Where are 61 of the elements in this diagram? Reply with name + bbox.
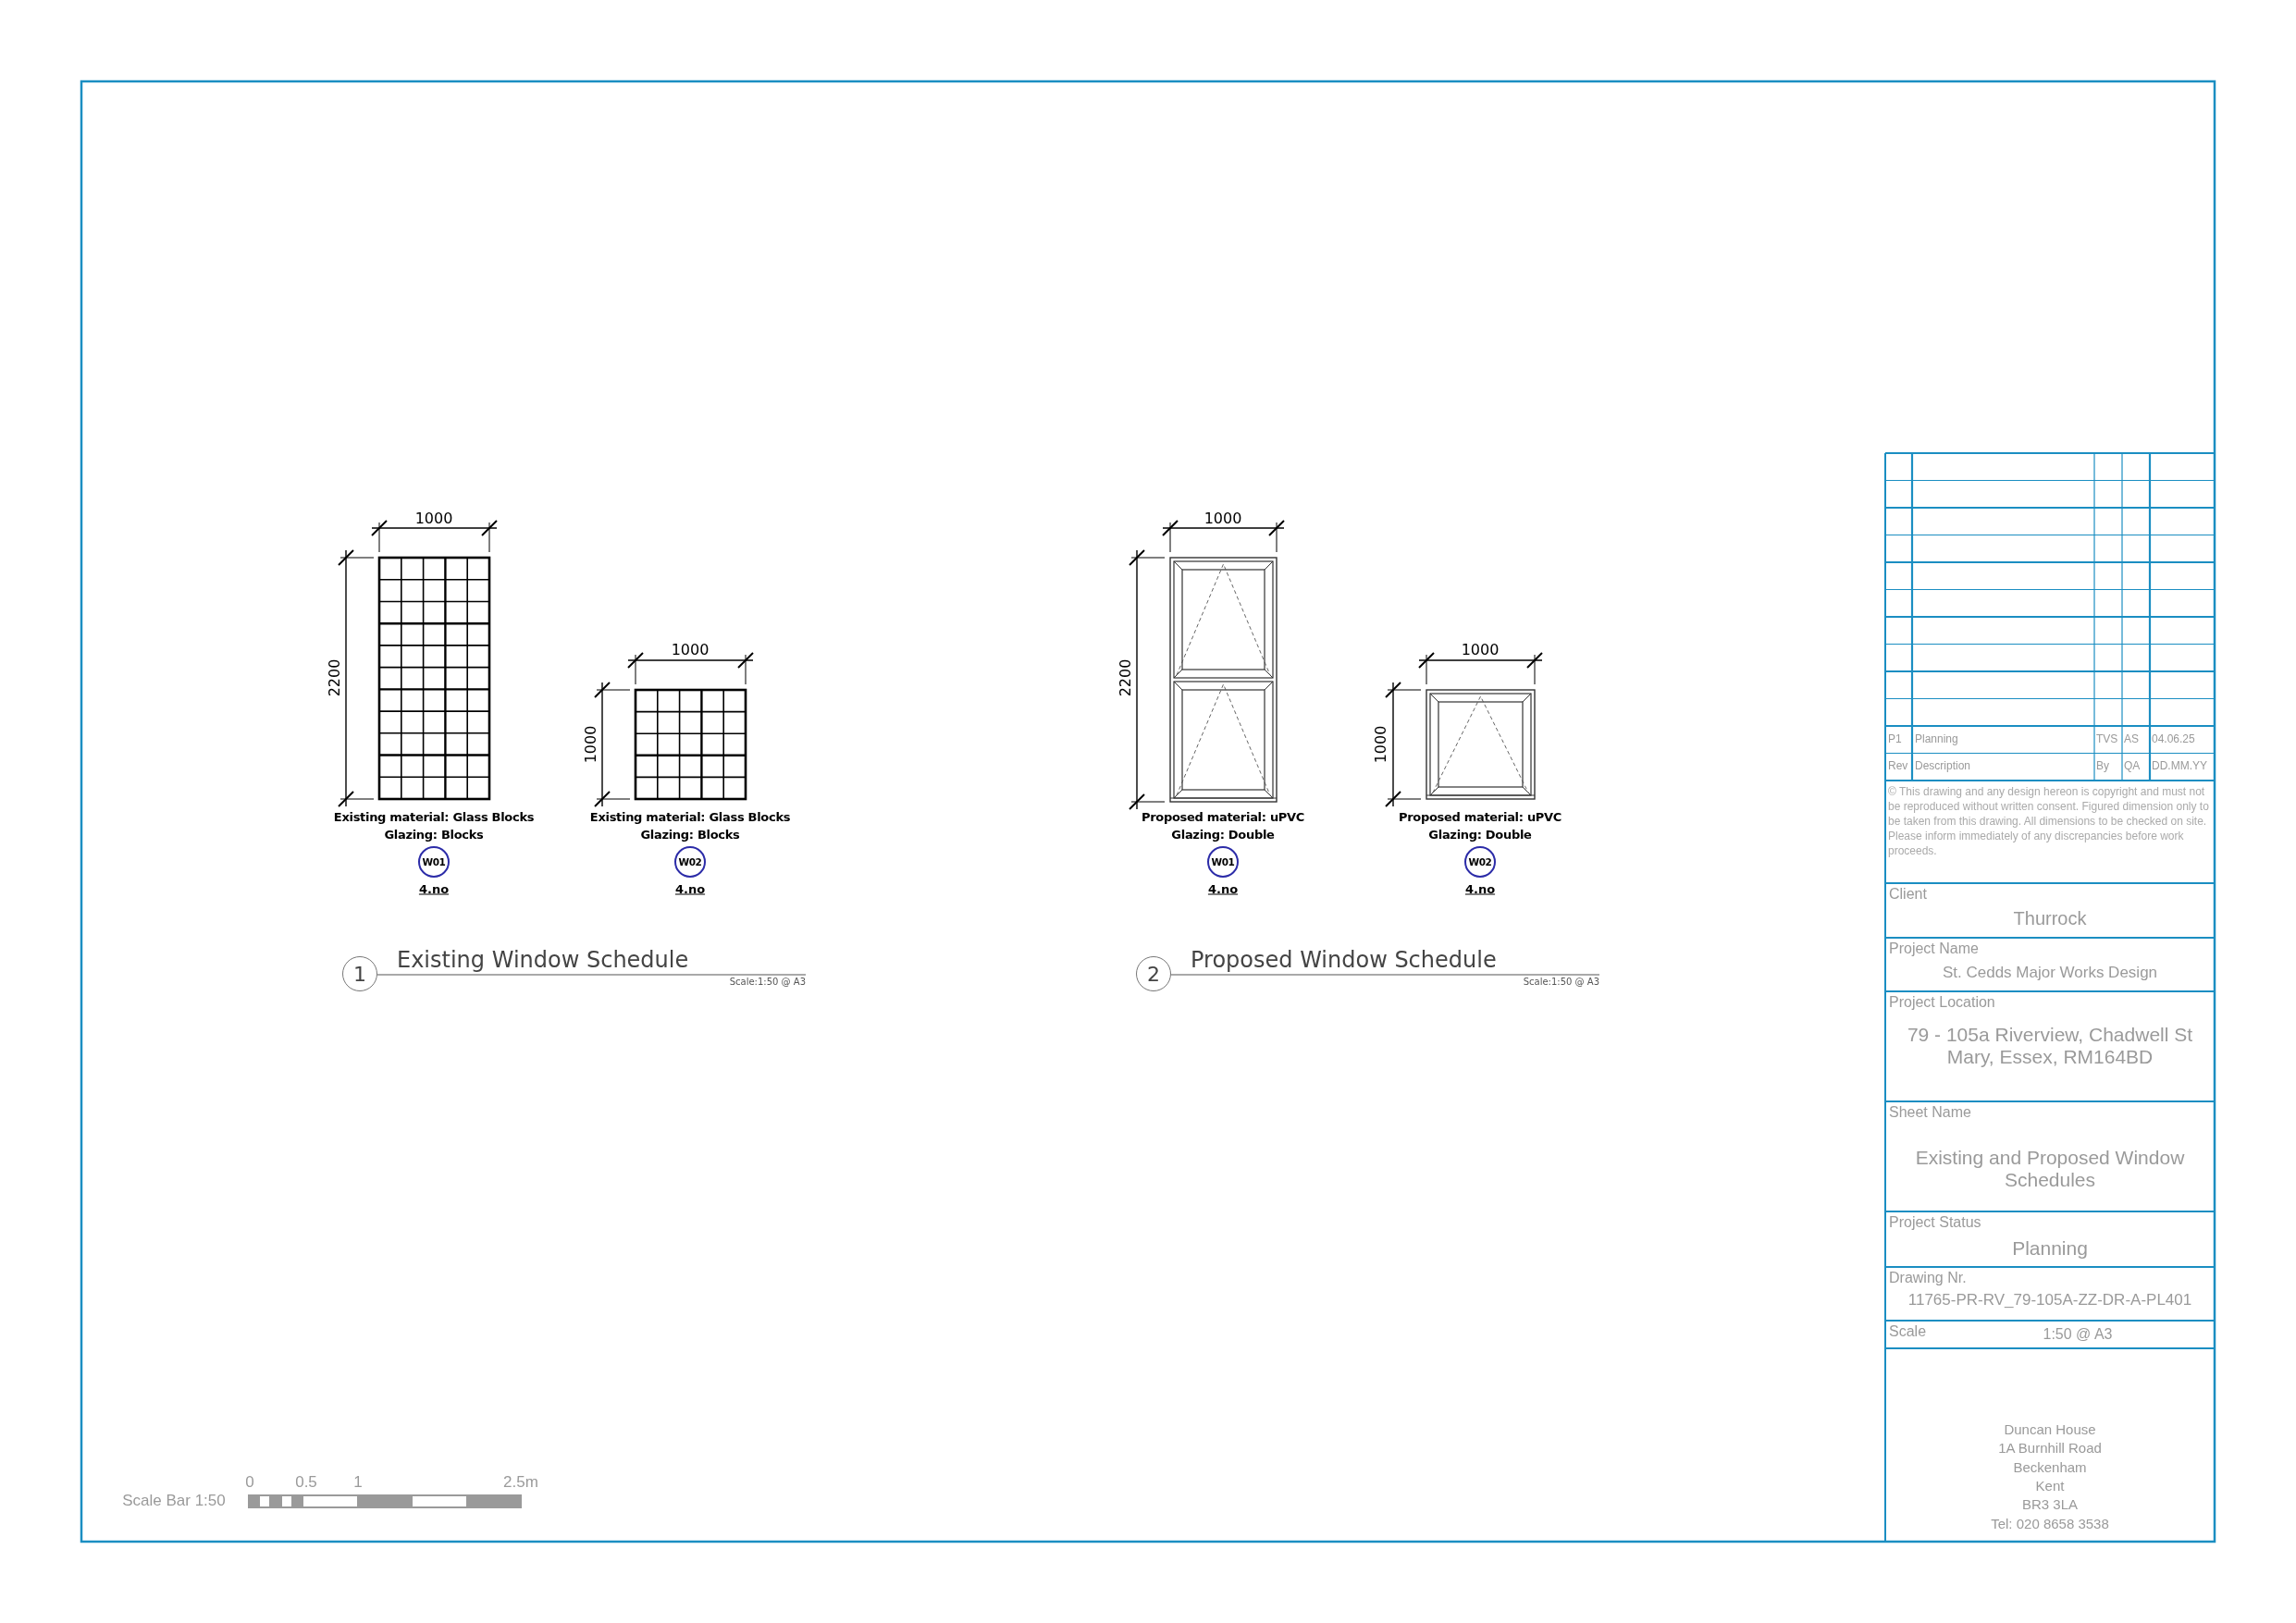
field-label: Sheet Name — [1889, 1104, 1971, 1121]
field-label: Drawing Nr. — [1889, 1270, 1967, 1286]
scale-bar-title: Scale Bar 1:50 — [122, 1492, 226, 1510]
scale-bar-tick: 0.5 — [295, 1473, 317, 1492]
address-line: BR3 3LA — [2020, 1496, 2079, 1513]
address-line: Duncan House — [2003, 1421, 2097, 1437]
glazing-note: Glazing: Blocks — [640, 827, 740, 842]
field-value: 79 - 105a Riverview, Chadwell St Mary, Essex, RM164BD — [1906, 1024, 2194, 1069]
address-line: Tel: 020 8658 3538 — [1990, 1515, 2110, 1531]
dimension-text: 2200 — [1116, 658, 1134, 697]
glazing-note: Glazing: Double — [1428, 827, 1532, 842]
dimension-text: 1000 — [1461, 640, 1500, 658]
glazing-note: Glazing: Double — [1171, 827, 1275, 842]
address-line: 1A Burnhill Road — [1997, 1440, 2103, 1457]
table-cell: TVS — [2096, 733, 2118, 746]
table-cell: AS — [2124, 733, 2139, 746]
table-cell: Planning — [1915, 733, 1958, 746]
field-label: Project Status — [1889, 1214, 1981, 1231]
glazing-note: Glazing: Blocks — [384, 827, 484, 842]
quantity-note: 4.no — [1464, 881, 1496, 896]
view-title: Existing Window Schedule — [397, 947, 689, 973]
scale-bar-tick: 1 — [353, 1473, 363, 1492]
window-tag: W02 — [674, 846, 706, 878]
field-value: 11765-PR-RV_79-105A-ZZ-DR-A-PL401 — [1907, 1291, 2193, 1309]
scale-note: Scale:1:50 @ A3 — [729, 976, 806, 987]
field-label: Client — [1889, 886, 1927, 903]
field-value: Existing and Proposed Window Schedules — [1914, 1147, 2186, 1192]
scale-note: Scale:1:50 @ A3 — [1523, 976, 1599, 987]
copyright-note: © This drawing and any design hereon is copyright and must not be reproduced without written consent. Figured dimension only to be taken from this drawing. All dimensions to be checked on site. Please inform immediately of any discrepancies before work proceeds. — [1885, 781, 2215, 884]
table-cell: 04.06.25 — [2152, 733, 2195, 746]
field-value: 1:50 @ A3 — [2042, 1326, 2114, 1344]
table-cell: P1 — [1888, 733, 1902, 746]
field-value: Planning — [2011, 1237, 2089, 1260]
dimension-text: 1000 — [1204, 509, 1242, 527]
view-title: Proposed Window Schedule — [1191, 947, 1497, 973]
dimension-text: 2200 — [325, 658, 343, 697]
address-line: Beckenham — [2012, 1458, 2088, 1475]
field-value: Thurrock — [2012, 908, 2088, 929]
dimension-text: 1000 — [1371, 725, 1389, 764]
field-label: Project Name — [1889, 941, 1979, 957]
material-note: Proposed material: uPVC — [1398, 809, 1562, 824]
field-label: Project Location — [1889, 994, 1995, 1011]
scale-bar-tick: 2.5m — [503, 1473, 538, 1492]
table-header: Rev — [1888, 760, 1908, 773]
dimension-text: 1000 — [581, 725, 599, 764]
field-label: Scale — [1889, 1323, 1927, 1340]
scale-bar-tick: 0 — [245, 1473, 254, 1492]
dimension-text: 1000 — [414, 509, 453, 527]
material-note: Existing material: Glass Blocks — [333, 809, 535, 824]
window-tag: W01 — [418, 846, 450, 878]
material-note: Existing material: Glass Blocks — [589, 809, 791, 824]
table-header: DD.MM.YY — [2152, 760, 2207, 773]
window-tag: W02 — [1464, 846, 1496, 878]
quantity-note: 4.no — [674, 881, 706, 896]
window-tag: W01 — [1207, 846, 1239, 878]
material-note: Proposed material: uPVC — [1141, 809, 1305, 824]
field-value: St. Cedds Major Works Design — [1941, 964, 2159, 982]
quantity-note: 4.no — [1207, 881, 1239, 896]
address-line: Kent — [2034, 1477, 2066, 1494]
quantity-note: 4.no — [418, 881, 450, 896]
dimension-text: 1000 — [671, 640, 710, 658]
